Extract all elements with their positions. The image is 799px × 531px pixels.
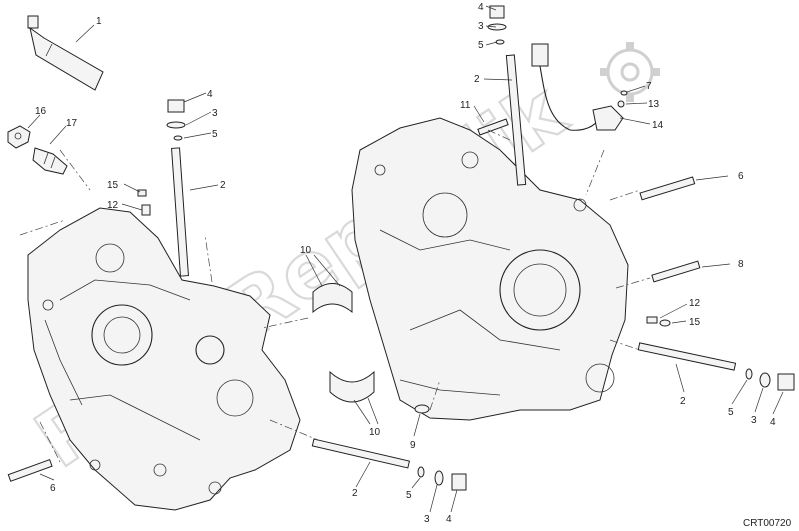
callout-3: 3 <box>478 21 484 32</box>
diagram-code: CRT00720 <box>743 518 792 529</box>
dowel-15-left <box>137 189 147 197</box>
bolt-8 <box>651 260 701 283</box>
callout-6: 6 <box>738 171 744 182</box>
oring-15-right <box>659 319 671 327</box>
callout-6: 6 <box>50 483 56 494</box>
callout-2: 2 <box>352 488 358 499</box>
callout-13: 13 <box>648 99 660 110</box>
callout-16: 16 <box>35 106 47 117</box>
callout-2: 2 <box>474 74 480 85</box>
dowel-12-left <box>141 204 151 216</box>
callout-17: 17 <box>66 118 78 129</box>
callout-4: 4 <box>770 417 776 428</box>
callout-5: 5 <box>212 129 218 140</box>
speed-sensor-14 <box>531 43 628 131</box>
callout-4: 4 <box>478 2 484 13</box>
callout-2: 2 <box>680 396 686 407</box>
callout-3: 3 <box>751 415 757 426</box>
bolt-6-right <box>639 176 696 201</box>
callout-12: 12 <box>107 200 119 211</box>
callout-9: 9 <box>410 440 416 451</box>
stud-bolt-2a <box>166 99 189 277</box>
callout-11: 11 <box>460 100 471 111</box>
gear-watermark-icon <box>600 42 660 102</box>
callout-1: 1 <box>96 16 102 27</box>
stud-bolt-2d <box>637 342 795 391</box>
left-crankcase-half <box>27 207 301 511</box>
callout-3: 3 <box>424 514 430 525</box>
callout-2: 2 <box>220 180 226 191</box>
sensor-17 <box>32 147 68 175</box>
bolt-6-left <box>7 459 53 482</box>
callout-5: 5 <box>406 490 412 501</box>
alignment-lines <box>19 129 651 463</box>
callout-15: 15 <box>107 180 119 191</box>
callout-12: 12 <box>689 298 701 309</box>
callout-labels: 1 16 17 4 3 5 2 15 12 10 10 9 6 2 5 3 4 … <box>35 2 776 525</box>
callout-7: 7 <box>646 81 652 92</box>
sensor-16 <box>7 125 31 149</box>
bearing-shell-10a <box>312 283 353 314</box>
sealant-tube <box>27 15 104 91</box>
callout-4: 4 <box>207 89 213 100</box>
bolt-11 <box>477 118 509 136</box>
callout-10: 10 <box>300 245 312 256</box>
callout-8: 8 <box>738 259 744 270</box>
callout-5: 5 <box>478 40 484 51</box>
callout-15: 15 <box>689 317 701 328</box>
callout-3: 3 <box>212 108 218 119</box>
callout-4: 4 <box>446 514 452 525</box>
oring-9 <box>414 404 430 414</box>
bearing-shell-10b <box>329 370 375 403</box>
callout-14: 14 <box>652 120 664 131</box>
callout-5: 5 <box>728 407 734 418</box>
callout-10: 10 <box>369 427 381 438</box>
right-crankcase-half <box>351 117 629 421</box>
leader-lines <box>27 5 784 513</box>
stud-bolt-2c <box>311 438 467 491</box>
stud-bolt-2b <box>487 5 527 186</box>
dowel-12-right <box>646 316 658 324</box>
